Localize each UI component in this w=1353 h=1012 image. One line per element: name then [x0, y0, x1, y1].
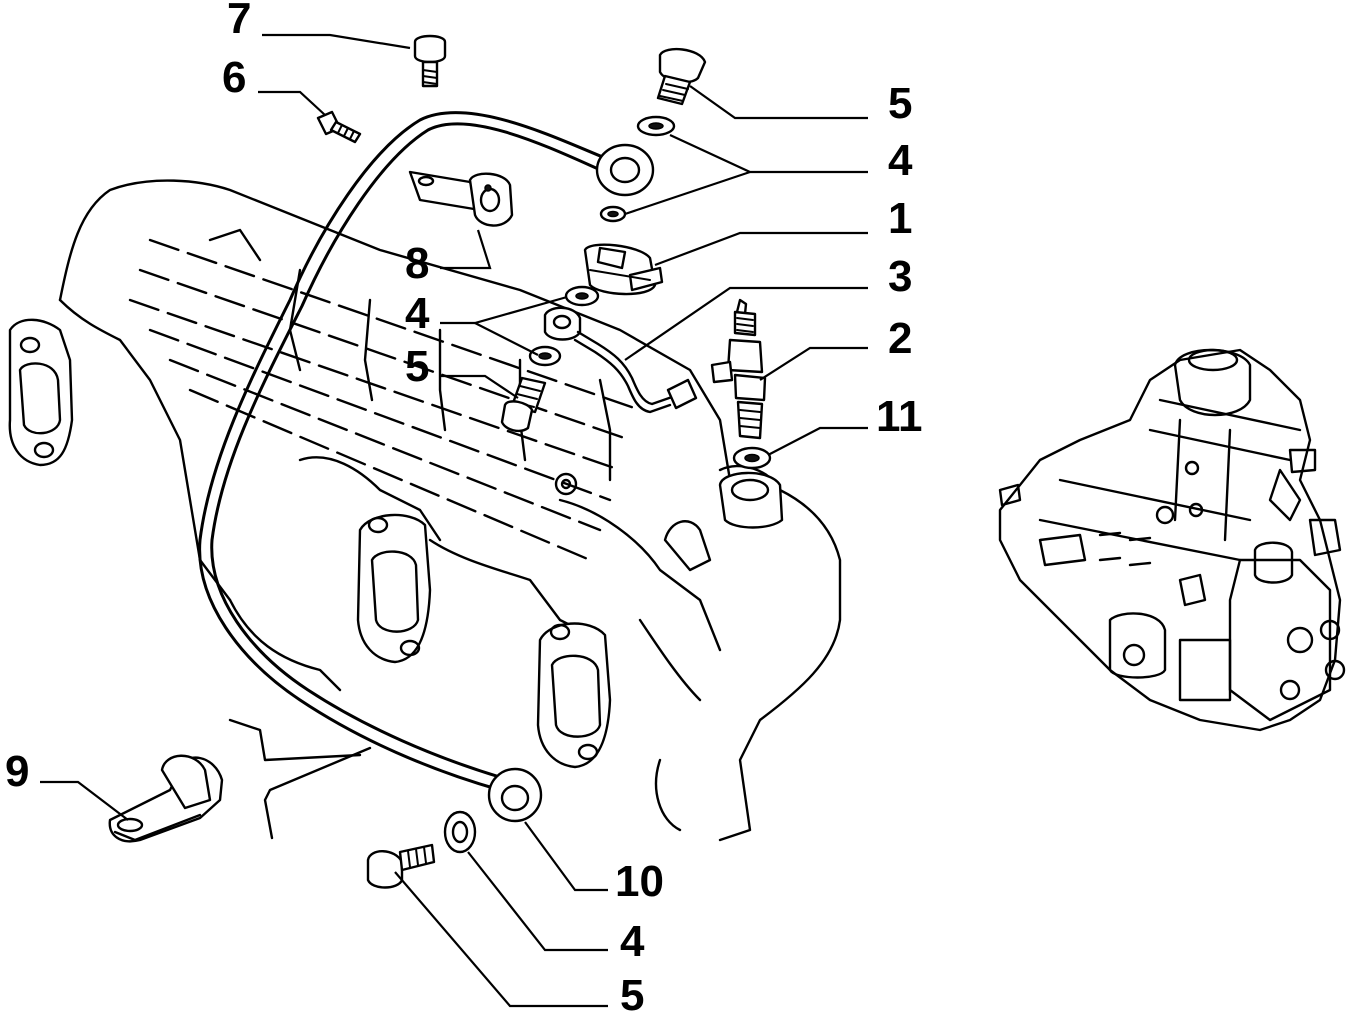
- return-pipe-icon: [198, 111, 655, 823]
- callout-5-bottom: 5: [620, 971, 644, 1012]
- washer-4-icon: [443, 115, 772, 854]
- callout-1: 1: [888, 194, 912, 243]
- callout-8: 8: [405, 239, 429, 288]
- callout-11: 11: [876, 392, 923, 441]
- callout-7: 7: [227, 0, 251, 43]
- callout-2: 2: [888, 314, 912, 363]
- callout-6: 6: [222, 53, 246, 102]
- section-break-lines: [228, 718, 372, 840]
- callout-4-top: 4: [888, 136, 913, 185]
- callout-5-mid: 5: [405, 342, 429, 391]
- clamp-9-icon: [108, 754, 224, 843]
- sender-2-icon: [710, 298, 767, 440]
- banjo-bolt-5-top-icon: [656, 47, 707, 106]
- valve-1-icon: [583, 243, 664, 296]
- pipe-3-icon: [543, 306, 698, 414]
- banjo-bolt-5-mid-icon: [500, 376, 547, 433]
- callout-9: 9: [5, 747, 29, 796]
- callout-labels: 7 6 5 4 1 8 3 4 2 5 11 9 10 4 5: [5, 0, 923, 1012]
- callout-5-top: 5: [888, 79, 912, 128]
- injection-pump-icon: [998, 348, 1346, 732]
- callout-4-mid: 4: [405, 289, 430, 338]
- bracket-8-icon: [408, 170, 514, 227]
- bolt-7-icon: [413, 34, 447, 88]
- leader-lines: [40, 33, 868, 1008]
- callout-3: 3: [888, 252, 912, 301]
- bolt-6-icon: [316, 110, 362, 144]
- exhaust-manifold-icon: [8, 179, 842, 842]
- callout-10: 10: [615, 857, 664, 906]
- callout-4-bottom: 4: [620, 917, 645, 966]
- banjo-bolt-5-bottom-icon: [366, 843, 436, 889]
